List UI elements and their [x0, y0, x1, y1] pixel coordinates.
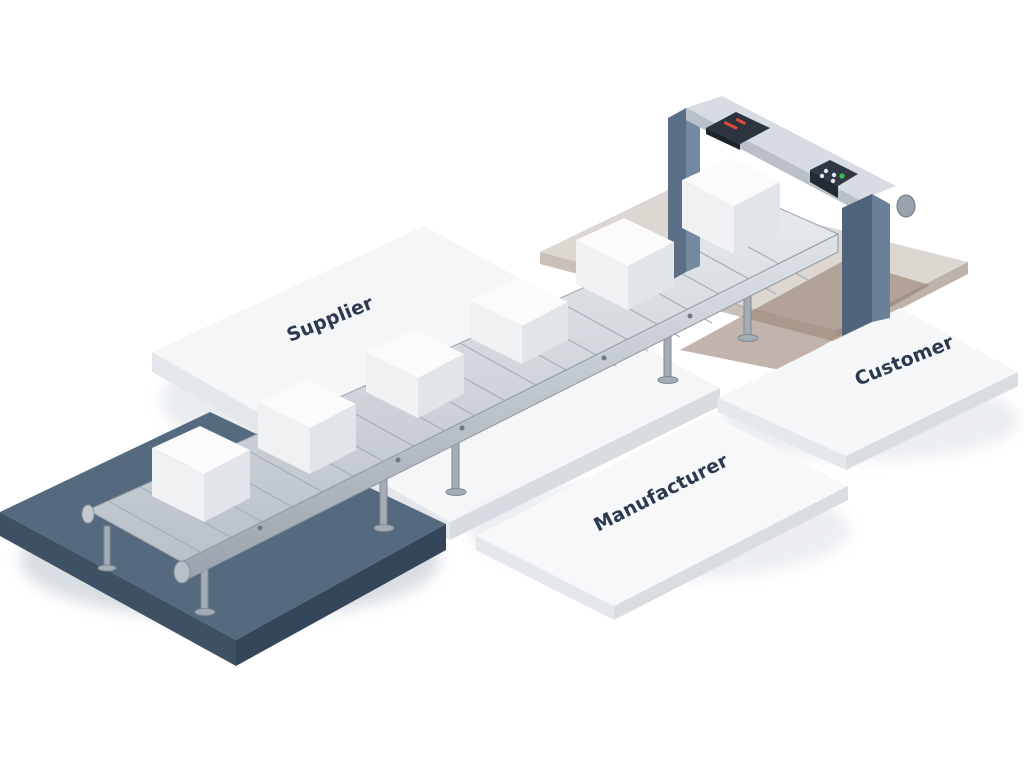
customer-platform: Customer	[718, 308, 1020, 470]
control-panel-icon	[810, 160, 858, 198]
cardboard-box-icon	[470, 278, 568, 364]
cardboard-box-icon	[366, 330, 464, 418]
cardboard-box-icon	[258, 380, 356, 474]
cardboard-box-icon	[152, 426, 250, 522]
boxes	[152, 158, 780, 522]
cardboard-box-icon	[576, 218, 674, 310]
rail-bolts	[257, 313, 693, 531]
cardboard-box-icon	[682, 158, 780, 254]
digital-display-icon	[706, 112, 770, 150]
manufacturer-platform: Manufacturer	[470, 414, 850, 620]
